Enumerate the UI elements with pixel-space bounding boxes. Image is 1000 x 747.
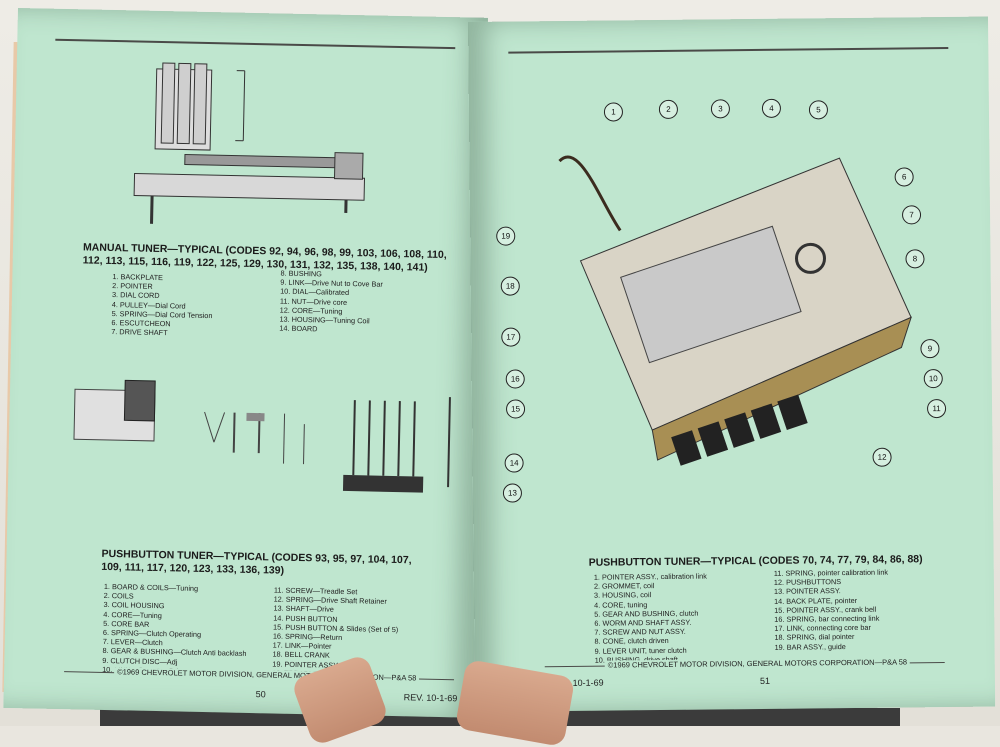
callout-7: 7 bbox=[902, 205, 921, 224]
callout-12: 12 bbox=[872, 448, 891, 467]
manual-tuner-illustration bbox=[123, 58, 387, 248]
pushbutton-tuner-caption: PUSHBUTTON TUNER—TYPICAL (CODES 93, 95, … bbox=[101, 548, 431, 581]
pushbutton-tuner-exploded-illustration bbox=[62, 369, 465, 527]
manual-legend-col-a: 1. BACKPLATE 2. POINTER 3. DIAL CORD 4. … bbox=[111, 272, 213, 339]
right-legend-col-a: 1. POINTER ASSY., calibration link 2. GR… bbox=[594, 572, 708, 665]
callout-3: 3 bbox=[711, 99, 730, 118]
callout-15: 15 bbox=[506, 399, 525, 418]
callout-8: 8 bbox=[905, 249, 924, 268]
callout-5: 5 bbox=[809, 100, 828, 119]
callout-2: 2 bbox=[659, 100, 678, 119]
manual-tuner-caption: MANUAL TUNER—TYPICAL (CODES 92, 94, 96, … bbox=[83, 241, 463, 275]
pushbutton-legend-col-a: 1. BOARD & COILS—Tuning 2. COILS 3. COIL… bbox=[102, 582, 248, 677]
right-caption: PUSHBUTTON TUNER—TYPICAL (CODES 70, 74, … bbox=[589, 552, 996, 569]
callout-4: 4 bbox=[762, 99, 781, 118]
manual-legend-col-b: 8. BUSHING 9. LINK—Drive Nut to Cove Bar… bbox=[279, 269, 383, 336]
callout-13: 13 bbox=[503, 483, 522, 502]
callout-17: 17 bbox=[501, 327, 520, 346]
legend-item: 19. BAR ASSY., guide bbox=[775, 641, 889, 651]
right-page-number: 51 bbox=[760, 676, 770, 686]
callout-10: 10 bbox=[924, 369, 943, 388]
pushbutton-tuner-photo bbox=[539, 137, 923, 481]
left-page: MANUAL TUNER—TYPICAL (CODES 92, 94, 96, … bbox=[3, 8, 488, 718]
callout-9: 9 bbox=[920, 339, 939, 358]
right-legend-col-b: 11. SPRING, pointer calibration link 12.… bbox=[774, 568, 889, 652]
right-footer: ©1969 CHEVROLET MOTOR DIVISION, GENERAL … bbox=[605, 657, 910, 669]
callout-6: 6 bbox=[895, 167, 914, 186]
callout-16: 16 bbox=[506, 369, 525, 388]
legend-item: 7. DRIVE SHAFT bbox=[111, 327, 212, 338]
callout-14: 14 bbox=[505, 453, 524, 472]
left-page-number: 50 bbox=[256, 689, 266, 699]
callout-1: 1 bbox=[604, 102, 623, 121]
callout-19: 19 bbox=[496, 227, 515, 246]
right-page: 1 2 3 4 5 6 7 8 9 10 11 12 13 14 15 16 1… bbox=[468, 17, 995, 712]
callout-18: 18 bbox=[501, 276, 520, 295]
left-revision: REV. 10-1-69 bbox=[404, 692, 458, 703]
callout-11: 11 bbox=[927, 399, 946, 418]
top-rule bbox=[55, 39, 455, 49]
top-rule bbox=[508, 47, 948, 54]
legend-item: 14. BOARD bbox=[279, 324, 382, 335]
